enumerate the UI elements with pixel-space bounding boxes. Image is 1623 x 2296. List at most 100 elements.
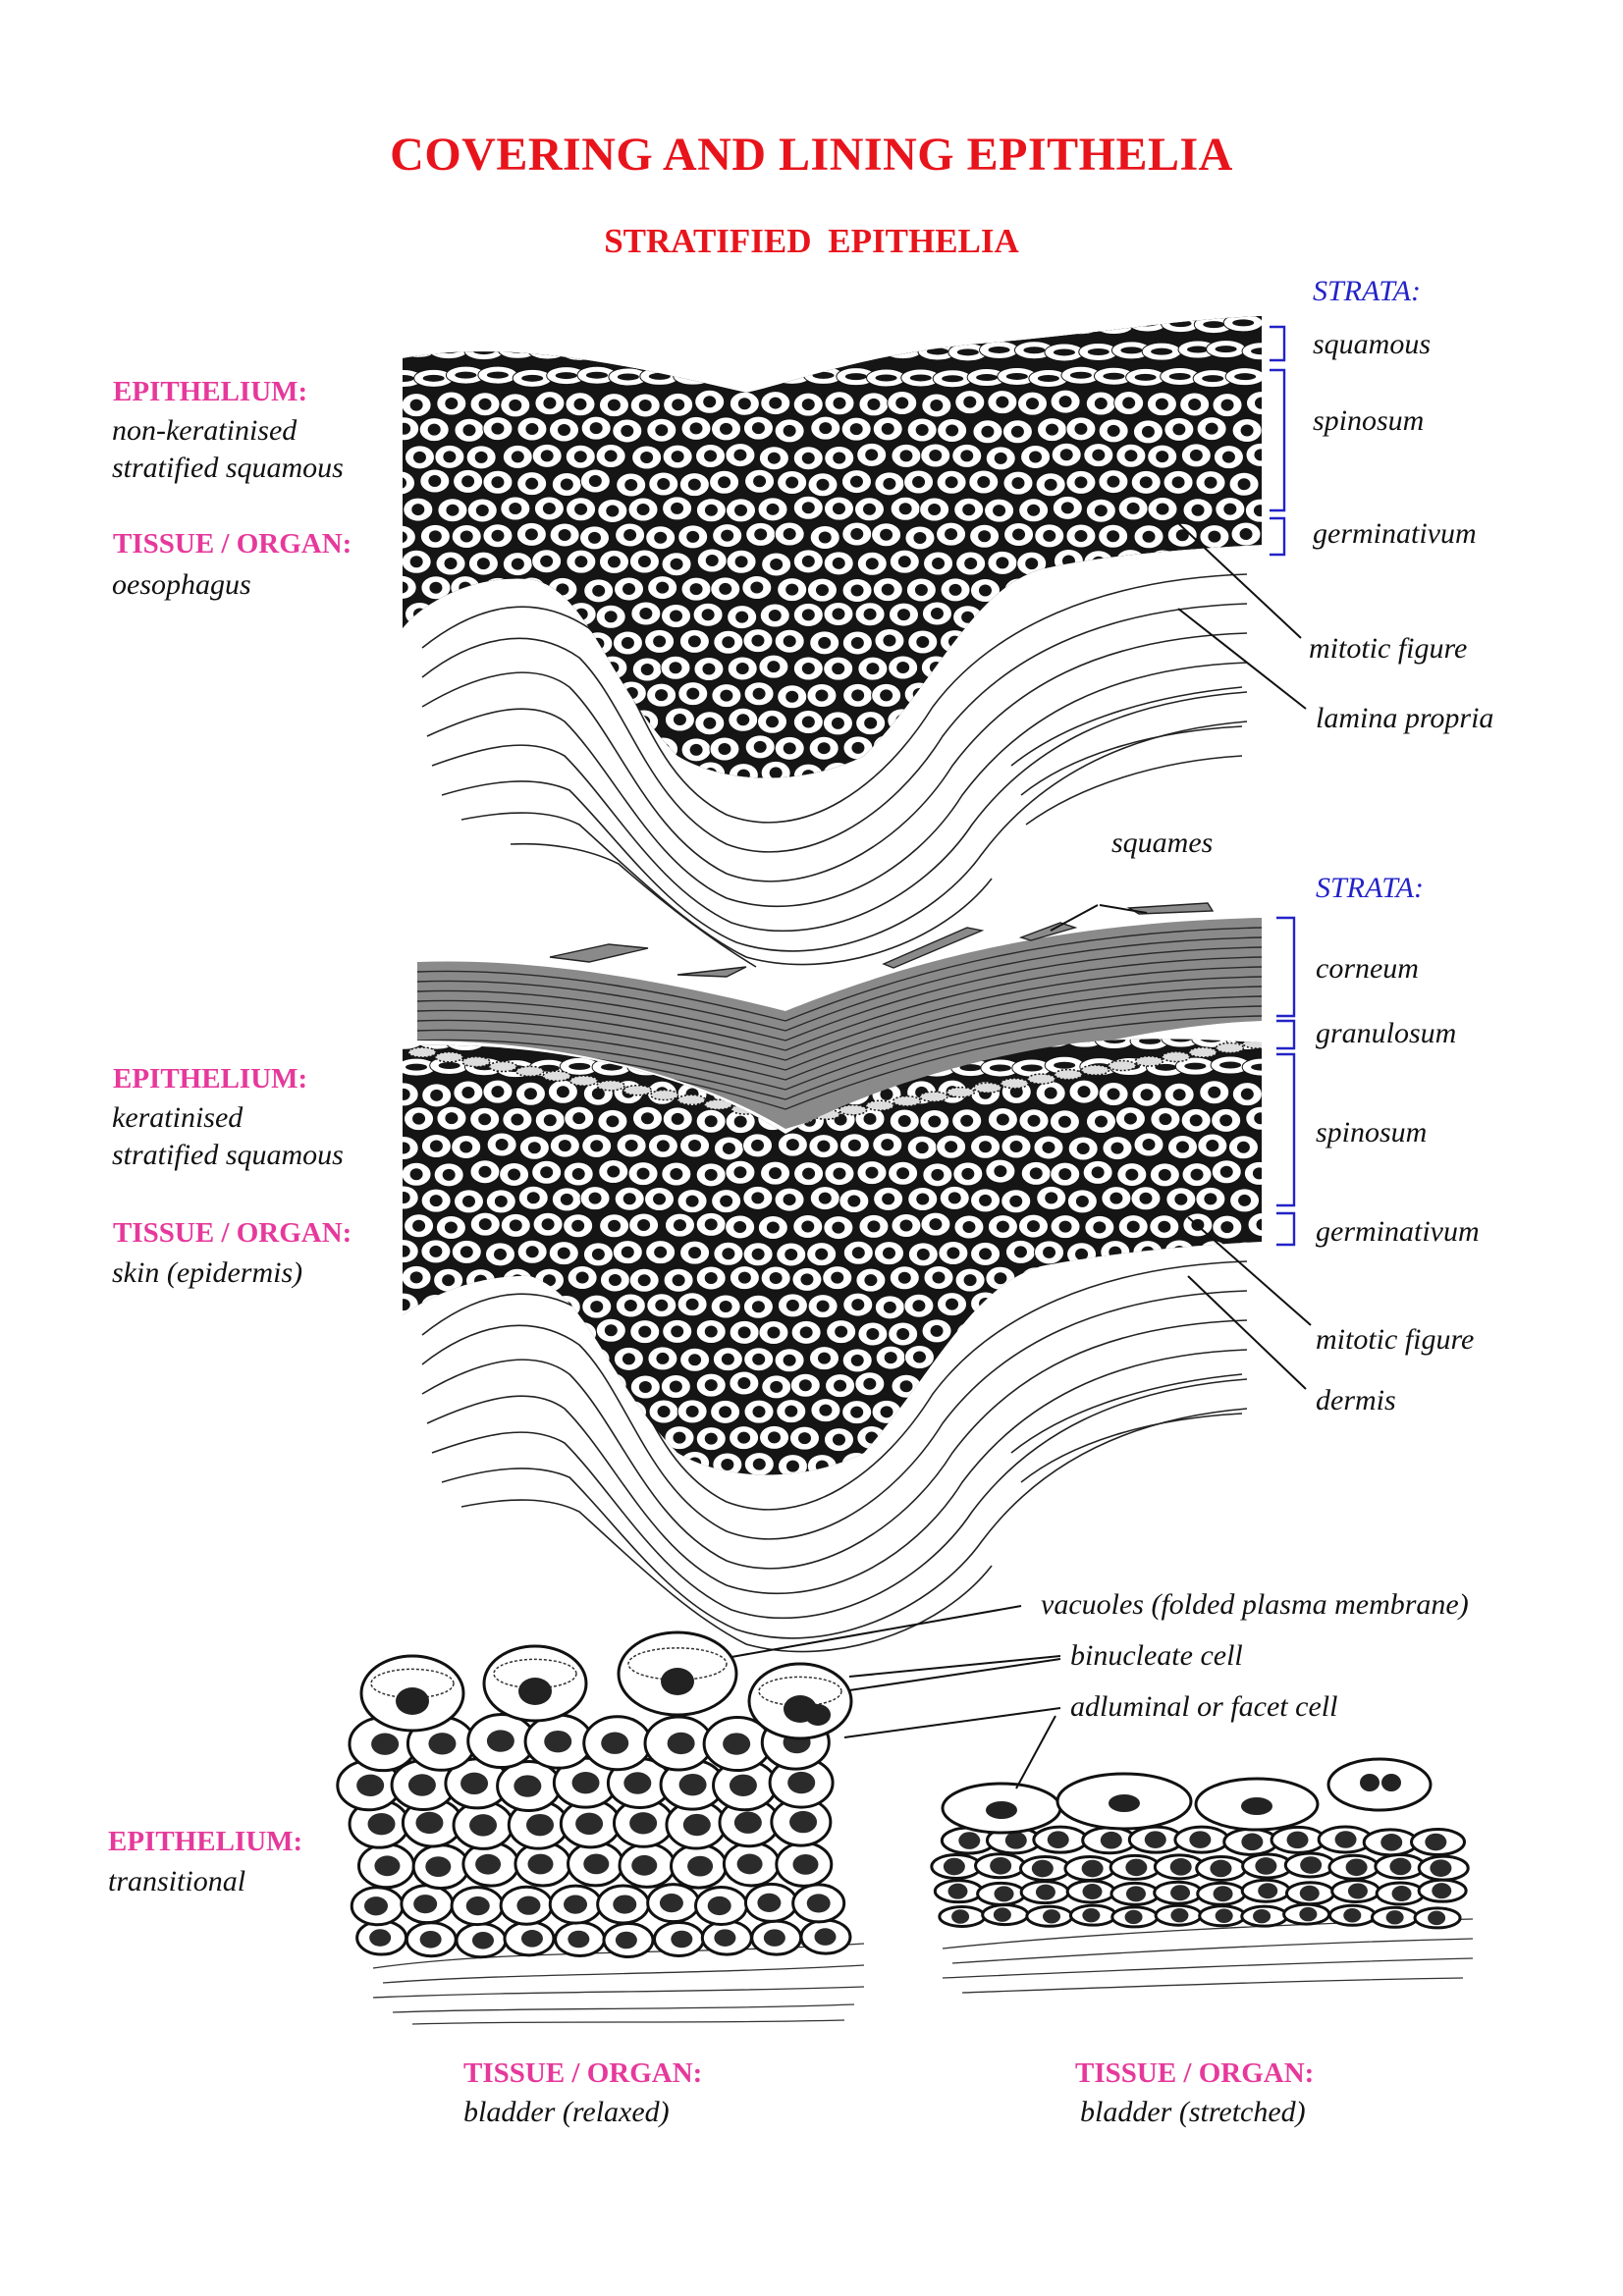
epithelial-cell — [609, 316, 650, 333]
cell-nucleus — [1186, 346, 1209, 353]
cell-nucleus — [443, 451, 457, 463]
cell-nucleus — [624, 687, 638, 700]
cell-nucleus — [819, 1404, 833, 1416]
cell-nucleus — [850, 636, 864, 649]
strata-brackets-2 — [1276, 916, 1296, 1247]
cell-nucleus — [491, 1407, 505, 1419]
epithelial-cell — [515, 631, 547, 657]
cell-nucleus — [1241, 1797, 1272, 1815]
cell-nucleus — [367, 1812, 396, 1836]
cell-nucleus — [685, 1195, 699, 1207]
cell-nucleus — [834, 1379, 847, 1392]
epithelial-cell — [1148, 1265, 1179, 1291]
cell-nucleus — [768, 610, 782, 622]
epithelial-cell — [1180, 760, 1212, 778]
cell-nucleus — [1100, 1831, 1122, 1849]
cell-nucleus — [403, 320, 413, 328]
cell-nucleus — [621, 637, 634, 650]
cell-nucleus — [1125, 1168, 1139, 1181]
epithelial-cell — [447, 316, 488, 334]
cell-nucleus — [568, 1062, 591, 1070]
cell-nucleus — [571, 1219, 585, 1232]
cell-nucleus — [1189, 1114, 1203, 1127]
cell-nucleus — [486, 322, 509, 330]
cell-nucleus — [866, 663, 880, 675]
cell-nucleus — [655, 689, 669, 702]
cell-nucleus — [1172, 423, 1186, 436]
cell-nucleus — [1026, 1220, 1040, 1233]
cell-nucleus — [474, 664, 488, 676]
dermis-fibres — [421, 1260, 1248, 1653]
cell-nucleus — [1360, 1774, 1380, 1791]
epithelial-cell — [1037, 574, 1068, 600]
cell-nucleus — [1013, 635, 1027, 648]
epithelial-cell — [1067, 1453, 1099, 1475]
cell-nucleus — [406, 1063, 428, 1071]
cell-nucleus — [847, 1139, 861, 1151]
cell-nucleus — [1252, 608, 1262, 620]
cell-nucleus — [1028, 1378, 1042, 1391]
cell-nucleus — [654, 531, 668, 544]
cell-nucleus — [1029, 1167, 1043, 1180]
epithelial-cell — [403, 574, 417, 600]
epithelial-cell — [419, 1454, 451, 1475]
epithelial-cell — [1084, 1371, 1115, 1397]
cell-nucleus — [1253, 1324, 1262, 1337]
cell-nucleus — [815, 689, 829, 702]
cell-nucleus — [881, 583, 894, 596]
epithelial-cell — [1127, 316, 1168, 333]
cell-nucleus — [701, 609, 715, 621]
cell-nucleus — [1208, 530, 1221, 543]
cell-nucleus — [623, 1772, 652, 1794]
cell-nucleus — [460, 1141, 473, 1153]
cell-nucleus — [606, 505, 620, 517]
cell-nucleus — [899, 450, 913, 462]
granule-cell — [919, 1091, 948, 1102]
cell-nucleus — [832, 663, 845, 675]
cell-nucleus — [767, 661, 781, 673]
cell-nucleus — [1075, 1248, 1089, 1260]
cell-nucleus — [1155, 398, 1168, 410]
cell-nucleus — [1123, 1112, 1137, 1125]
epithelial-cell — [1198, 578, 1229, 604]
epithelial-cell — [404, 1423, 435, 1449]
epithelial-cell — [1243, 1373, 1262, 1399]
cell-nucleus — [396, 1687, 429, 1715]
cell-nucleus — [1253, 556, 1262, 568]
cell-nucleus — [1109, 1246, 1122, 1258]
epithelial-cell — [1161, 1039, 1202, 1048]
cell-nucleus — [427, 423, 441, 436]
cell-nucleus — [979, 1298, 993, 1310]
cell-nucleus — [914, 584, 928, 597]
cell-nucleus — [1125, 1886, 1146, 1902]
cell-nucleus — [558, 528, 571, 541]
cell-nucleus — [428, 530, 442, 543]
cell-nucleus — [1205, 422, 1218, 435]
cell-nucleus — [539, 770, 553, 778]
cell-nucleus — [930, 399, 944, 411]
cell-nucleus — [601, 1732, 629, 1754]
cell-nucleus — [865, 449, 879, 461]
cell-nucleus — [1188, 1327, 1202, 1340]
cell-nucleus — [751, 1139, 765, 1151]
cell-nucleus — [1169, 320, 1192, 328]
cell-nucleus — [719, 1300, 732, 1312]
cell-nucleus — [1039, 319, 1061, 327]
cell-nucleus — [640, 451, 654, 463]
cell-nucleus — [1168, 373, 1191, 381]
cell-nucleus — [931, 1168, 945, 1181]
cell-nucleus — [1299, 1906, 1318, 1922]
cell-nucleus — [1076, 1460, 1090, 1472]
cell-nucleus — [801, 609, 815, 621]
cell-nucleus — [883, 634, 896, 647]
cell-nucleus — [704, 1325, 718, 1338]
epithelial-cell — [514, 736, 546, 762]
cell-nucleus — [460, 1772, 489, 1795]
page-title: COVERING AND LINING EPITHELIA — [390, 129, 1233, 181]
cell-nucleus — [511, 451, 524, 463]
granule-cell — [973, 1082, 1002, 1094]
cell-nucleus — [438, 1061, 460, 1069]
cell-nucleus — [636, 1167, 650, 1180]
epithelial-cell — [644, 1452, 676, 1475]
cell-nucleus — [1236, 1354, 1250, 1366]
